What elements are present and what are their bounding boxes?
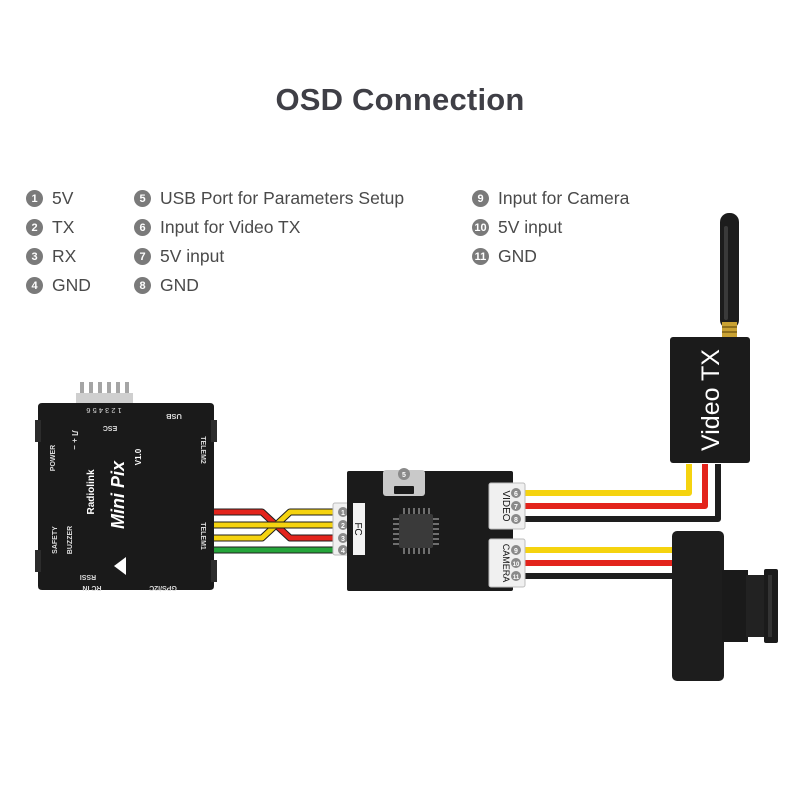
camera-pin-9: 9 — [514, 548, 518, 555]
legend-label: Input for Camera — [498, 188, 630, 208]
fc-model-label: Mini Pix — [108, 460, 128, 529]
fc-version-label: V1.0 — [134, 448, 143, 465]
fc-brand-label: Radiolink — [86, 469, 97, 514]
camera-pin-11: 11 — [513, 575, 520, 581]
legend-label: GND — [498, 246, 537, 266]
page-title: OSD Connection — [275, 82, 525, 117]
legend-label: 5V input — [498, 217, 563, 237]
legend-label: Input for Video TX — [160, 217, 301, 237]
legend-number: 6 — [134, 219, 151, 236]
legend-label: RX — [52, 246, 77, 266]
fc-telem2-label: TELEM2 — [199, 436, 206, 464]
video-pin-7: 7 — [514, 504, 518, 511]
video-tx-module: Video TX — [670, 337, 750, 463]
legend-item: 6 Input for Video TX — [134, 213, 404, 242]
legend-item: 11 GND — [472, 242, 629, 271]
legend-number: 1 — [26, 190, 43, 207]
legend-item: 8 GND — [134, 271, 404, 300]
legend-number: 2 — [26, 219, 43, 236]
osd-board: FC 5 VIDEO 6 7 8 — [347, 468, 526, 591]
video-connector: VIDEO 6 7 8 — [488, 482, 526, 530]
osd-fc-label: FC — [352, 522, 363, 535]
legend-number: 11 — [472, 248, 489, 265]
legend-label: GND — [52, 275, 91, 295]
fc-pin-3: 3 — [341, 536, 345, 543]
legend-label: USB Port for Parameters Setup — [160, 188, 405, 208]
legend-item: 1 5V — [26, 184, 91, 213]
fc-wires — [212, 508, 334, 554]
camera-connector: CAMERA 9 10 11 — [488, 538, 526, 588]
osd-video-label: VIDEO — [500, 490, 511, 521]
legend-column-1: 1 5V 2 TX 3 RX 4 GND — [26, 184, 91, 300]
legend-item: 3 RX — [26, 242, 91, 271]
legend-number: 9 — [472, 190, 489, 207]
video-tx-label: Video TX — [697, 349, 725, 451]
legend-label: 5V input — [160, 246, 225, 266]
legend-column-2: 5 USB Port for Parameters Setup 6 Input fo… — [134, 184, 404, 300]
fc-pin-2: 2 — [341, 523, 345, 530]
fc-usb-label: USB — [166, 412, 182, 421]
video-tx-wires — [524, 464, 721, 522]
legend-item: 2 TX — [26, 213, 91, 242]
legend-label: 5V — [52, 188, 74, 208]
fc-buzzer-label: BUZZER — [67, 526, 74, 554]
legend-number: 8 — [134, 277, 151, 294]
fc-rssi-label: RSSI — [80, 573, 96, 580]
fc-rcin-label: RC IN — [82, 584, 101, 591]
legend-number: 10 — [472, 219, 489, 236]
fc-gps-label: GPS/I2C — [149, 584, 177, 591]
camera — [672, 531, 778, 681]
fc-esc-pins-label: 1 2 3 4 5 6 — [86, 406, 121, 415]
fc-signal-label: Л + − — [70, 430, 79, 450]
legend-item: 7 5V input — [134, 242, 404, 271]
esc-header-pins — [76, 382, 133, 405]
fc-pin-4: 4 — [341, 548, 345, 555]
arrow-left-icon — [114, 557, 126, 575]
legend-label: GND — [160, 275, 199, 295]
fc-telem1-label: TELEM1 — [199, 522, 206, 550]
antenna — [720, 213, 739, 338]
camera-pin-10: 10 — [513, 562, 520, 568]
flight-controller: 1 2 3 4 5 6 ESC USB Л + − POWER TELEM2 T… — [35, 382, 217, 591]
legend-item: 9 Input for Camera — [472, 184, 629, 213]
fc-safety-label: SAFETY — [52, 526, 59, 554]
legend-item: 5 USB Port for Parameters Setup — [134, 184, 404, 213]
fc-pin-1: 1 — [341, 510, 345, 517]
fc-power-label: POWER — [50, 445, 57, 471]
video-pin-8: 8 — [514, 517, 518, 524]
legend-item: 4 GND — [26, 271, 91, 300]
usb-port: 5 — [383, 468, 425, 496]
video-pin-6: 6 — [514, 491, 518, 498]
usb-pin-5: 5 — [402, 472, 406, 479]
legend-item: 10 5V input — [472, 213, 629, 242]
legend-column-3: 9 Input for Camera 10 5V input 11 GND — [472, 184, 629, 271]
osd-camera-label: CAMERA — [501, 544, 511, 583]
legend-number: 3 — [26, 248, 43, 265]
legend-label: TX — [52, 217, 75, 237]
legend-number: 7 — [134, 248, 151, 265]
legend-number: 5 — [134, 190, 151, 207]
legend-number: 4 — [26, 277, 43, 294]
fc-esc-label: ESC — [103, 424, 117, 431]
camera-wires — [524, 547, 680, 579]
osd-chip — [393, 508, 439, 554]
